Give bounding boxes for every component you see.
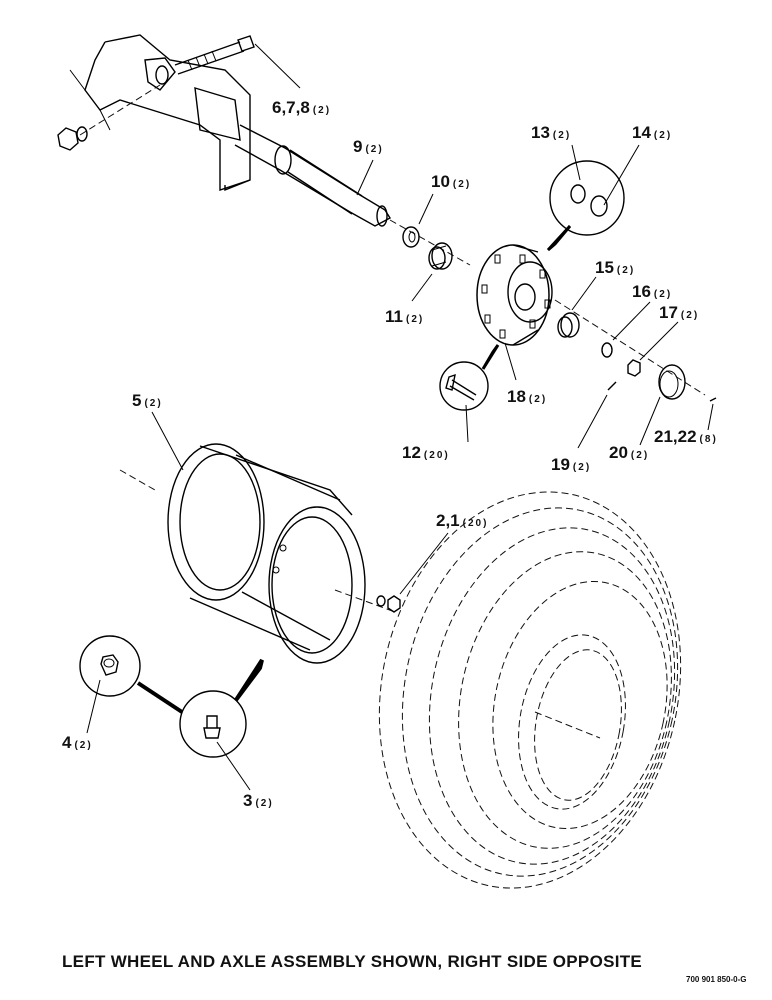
- tire: [378, 491, 682, 889]
- detail-circle-part-3: [179, 690, 247, 758]
- drawing-number: 700 901 850-0-G: [686, 975, 747, 984]
- connector-lines: [136, 658, 264, 714]
- nut-washer-left: [57, 126, 88, 151]
- detail-circle-cups-13-14: [546, 160, 625, 252]
- callout-16: 16(2): [632, 282, 672, 301]
- detail-circle-stud-12: [439, 344, 500, 411]
- callout-labels: 6,7,8(2) 9(2) 10(2) 11(2) 13(2) 14(2) 15…: [62, 98, 718, 810]
- rim-part-5: [119, 443, 396, 664]
- callout-4: 4(2): [62, 733, 93, 752]
- callout-6-7-8: 6,7,8(2): [272, 98, 331, 117]
- callout-21-22: 21,22(8): [654, 427, 718, 446]
- callout-2-1: 2,1(20): [436, 511, 488, 530]
- callout-17: 17(2): [659, 303, 699, 322]
- screw-part-21-22: [709, 397, 717, 402]
- nut-part-17: [627, 359, 641, 377]
- callout-14: 14(2): [632, 123, 672, 142]
- callout-13: 13(2): [531, 123, 571, 142]
- figure-caption: LEFT WHEEL AND AXLE ASSEMBLY SHOWN, RIGH…: [62, 952, 643, 971]
- detail-circle-part-4: [79, 635, 141, 697]
- callout-15: 15(2): [595, 258, 635, 277]
- callout-9: 9(2): [353, 137, 384, 156]
- cap-part-20: [658, 364, 686, 400]
- lug-nut-part-2-1: [376, 595, 401, 613]
- leader-lines: [86, 43, 714, 791]
- bolt-part-6-7-8: [79, 35, 255, 136]
- callout-10: 10(2): [431, 172, 471, 191]
- bearing-part-11: [428, 242, 453, 270]
- bearing-part-15: [557, 312, 580, 338]
- callout-11: 11(2): [385, 307, 424, 326]
- seal-part-16: [601, 342, 613, 358]
- callout-20: 20(2): [609, 443, 649, 462]
- frame-bracket: [69, 34, 251, 192]
- spindle-part-9: [234, 124, 471, 266]
- callout-18: 18(2): [507, 387, 547, 406]
- callout-3: 3(2): [243, 791, 274, 810]
- callout-19: 19(2): [551, 455, 591, 474]
- callout-12: 12(20): [402, 443, 450, 462]
- washer-part-10: [402, 226, 420, 248]
- cotter-pin-part-19: [607, 381, 617, 391]
- callout-5: 5(2): [132, 391, 163, 410]
- hub-part-18: [476, 244, 706, 396]
